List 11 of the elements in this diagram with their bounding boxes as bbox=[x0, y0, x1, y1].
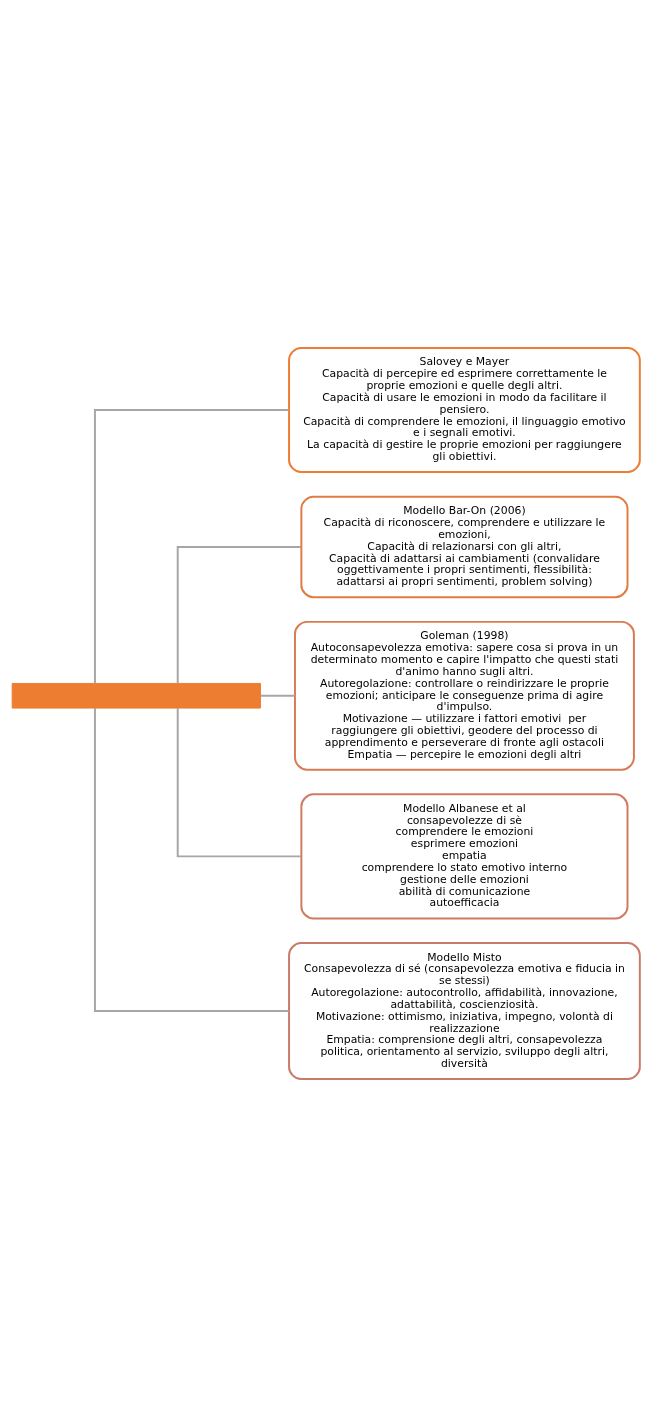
node-box: Modello Misto Consapevolezza di sé (consapevolezza emotiva e fiducia in se stessi) Autoregolazione: autocontrollo, affidabilità, innovazione, adattabilità, coscienziosità. Motivazione: ottimismo, iniziativa, impegno, volontà di realizzazione Empatia: comprensione degli altri, consapevolezza politica, orientamento al servizio, sviluppo degli altri, diversità bbox=[288, 941, 641, 1080]
node-box: Modello Bar-On (2006) Capacità di riconoscere, comprendere e utilizzare le emozioni, Capacità di relazionarsi con gli altri, Capacità di adattarsi ai cambiamenti (convalidare oggettivamente i propri sentimenti, flessibilità: adattarsi ai propri sentimenti, problem solving) bbox=[300, 495, 629, 598]
connector bbox=[93, 408, 290, 684]
node-box: Salovey e Mayer Capacità di percepire ed esprimere correttamente le proprie emozioni e quelle degli altri. Capacità di usare le emozioni in modo da facilitare il pensiero. Capacità di comprendere le emozioni, il linguaggio emotivo e i segnali emotivi. La capacità di gestire le proprie emozioni per raggiungere gli obiettivi. bbox=[288, 346, 641, 473]
node-box: Modello Albanese et al consapevolezze di sè comprendere le emozioni esprimere emozioni empatia comprendere lo stato emotivo interno gestione delle emozioni abilità di comunicazione autoefficacia bbox=[300, 792, 629, 919]
connector bbox=[176, 706, 302, 857]
connector bbox=[259, 694, 296, 697]
node-box: Goleman (1998) Autoconsapevolezza emotiva: sapere cosa si prova in un determinato momento e capire l'impatto che questi stati d'animo hanno sugli altri. Autoregolazione: controllare o reindirizzare le proprie emozioni; anticipare le conseguenze prima di agire d'impulso. Motivazione — utilizzare i fattori emotivi per raggiungere gli obiettivi, geodere del processo di apprendimento e perseverare di fronte agli ostacoli Empatia — percepire le emozioni degli altri bbox=[293, 620, 635, 771]
connector bbox=[93, 706, 290, 1012]
connector bbox=[176, 545, 302, 684]
node-bar bbox=[11, 682, 261, 709]
